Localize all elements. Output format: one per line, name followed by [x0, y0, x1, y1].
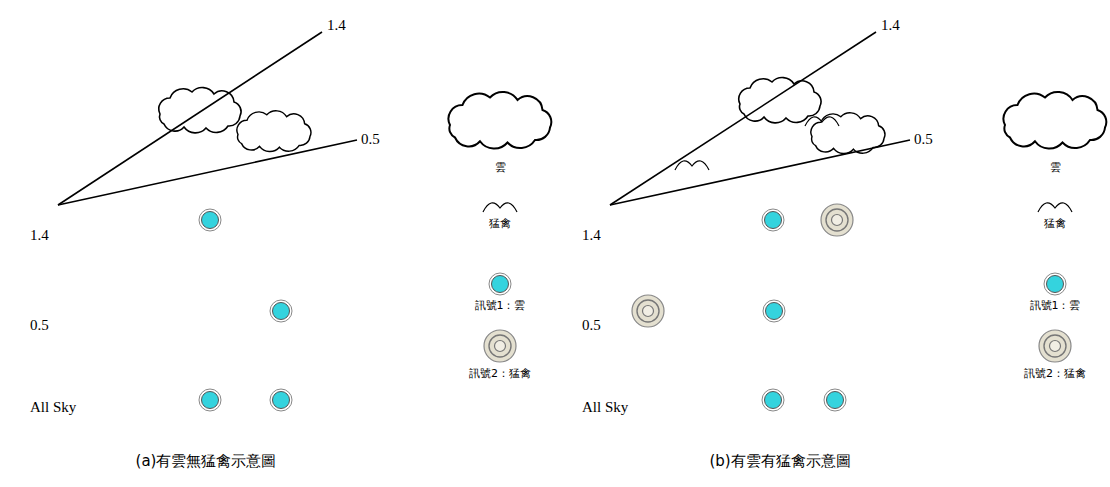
bird-symbol — [483, 203, 517, 212]
cloud-symbol — [159, 88, 241, 133]
signal-dot — [763, 300, 785, 322]
signal-dot — [270, 389, 292, 411]
legend-text: 雲 — [495, 162, 506, 175]
beam-line — [610, 32, 876, 205]
figure-caption: (a)有雲無猛禽示意圖 — [136, 453, 277, 470]
signal-dot — [489, 273, 511, 295]
signal-dot — [199, 389, 221, 411]
bird-symbol — [805, 117, 839, 126]
legend-text: 雲 — [1050, 162, 1061, 175]
axis-label: 0.5 — [361, 131, 380, 148]
axis-label: 1.4 — [881, 17, 900, 34]
signal-ring — [1039, 330, 1071, 362]
signal-ring — [632, 295, 664, 327]
axis-label: 0.5 — [30, 317, 49, 334]
legend-text: 訊號1：雲 — [1030, 300, 1081, 313]
axis-label: All Sky — [30, 399, 76, 416]
beam-line — [610, 140, 910, 205]
cloud-symbol — [448, 92, 551, 149]
legend-text: 猛禽 — [489, 218, 511, 231]
axis-label: 1.4 — [30, 227, 49, 244]
figure-caption: (b)有雲有猛禽示意圖 — [709, 453, 850, 470]
legend-text: 訊號2：猛禽 — [1024, 368, 1086, 381]
legend-text: 猛禽 — [1044, 218, 1066, 231]
signal-dot — [762, 389, 784, 411]
bird-symbol — [675, 161, 709, 170]
cloud-symbol — [1003, 92, 1106, 149]
legend-text: 訊號1：雲 — [475, 300, 526, 313]
panel-b — [610, 32, 1106, 411]
cloud-symbol — [237, 111, 311, 152]
axis-label: 1.4 — [327, 17, 346, 34]
cloud-symbol — [739, 78, 821, 123]
beam-line — [58, 140, 357, 205]
signal-dot — [824, 389, 846, 411]
beam-line — [58, 32, 322, 205]
signal-ring — [821, 204, 853, 236]
legend-text: 訊號2：猛禽 — [469, 368, 531, 381]
signal-dot — [1044, 273, 1066, 295]
axis-label: 0.5 — [582, 317, 601, 334]
panel-a — [58, 32, 551, 411]
axis-label: All Sky — [582, 399, 628, 416]
signal-dot — [199, 209, 221, 231]
signal-ring — [484, 330, 516, 362]
axis-label: 1.4 — [582, 227, 601, 244]
signal-dot — [762, 209, 784, 231]
signal-dot — [270, 300, 292, 322]
bird-symbol — [1038, 203, 1072, 212]
axis-label: 0.5 — [914, 131, 933, 148]
